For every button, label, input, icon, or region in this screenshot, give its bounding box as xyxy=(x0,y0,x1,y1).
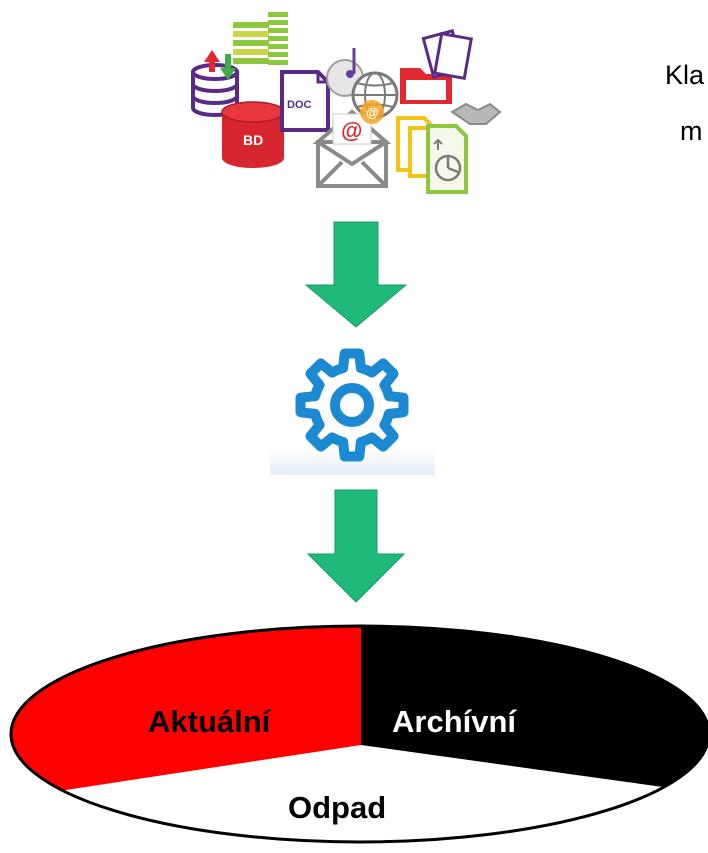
flow-arrow-down-1 xyxy=(304,221,408,328)
document-label: DOC xyxy=(287,99,312,111)
process-panel xyxy=(270,340,435,475)
svg-text:@: @ xyxy=(341,118,362,143)
document-doc-icon: DOC xyxy=(280,70,330,132)
email-envelope-icon: @ @ xyxy=(312,100,392,188)
cards-stack-icon xyxy=(421,28,473,81)
active-label: Aktuální xyxy=(148,704,272,739)
gear-icon xyxy=(295,348,409,462)
archive-label: Archívní xyxy=(392,704,517,739)
sync-arrows-icon xyxy=(204,50,236,80)
chart-file-icon xyxy=(426,124,468,194)
classification-ellipse: Aktuální Archívní Odpad xyxy=(9,624,708,844)
side-text-line-2: m xyxy=(680,116,703,146)
data-sources-collage-icon: BD DOC xyxy=(191,12,502,194)
svg-text:@: @ xyxy=(366,105,379,120)
building-stripes-icon xyxy=(233,12,288,65)
side-text-line-1: Kla xyxy=(665,60,705,90)
flow-arrow-down-2 xyxy=(306,489,406,603)
database-label: BD xyxy=(243,132,263,148)
handshake-icon xyxy=(450,102,502,125)
waste-label: Odpad xyxy=(288,790,386,825)
database-bd-icon: BD xyxy=(221,101,285,168)
